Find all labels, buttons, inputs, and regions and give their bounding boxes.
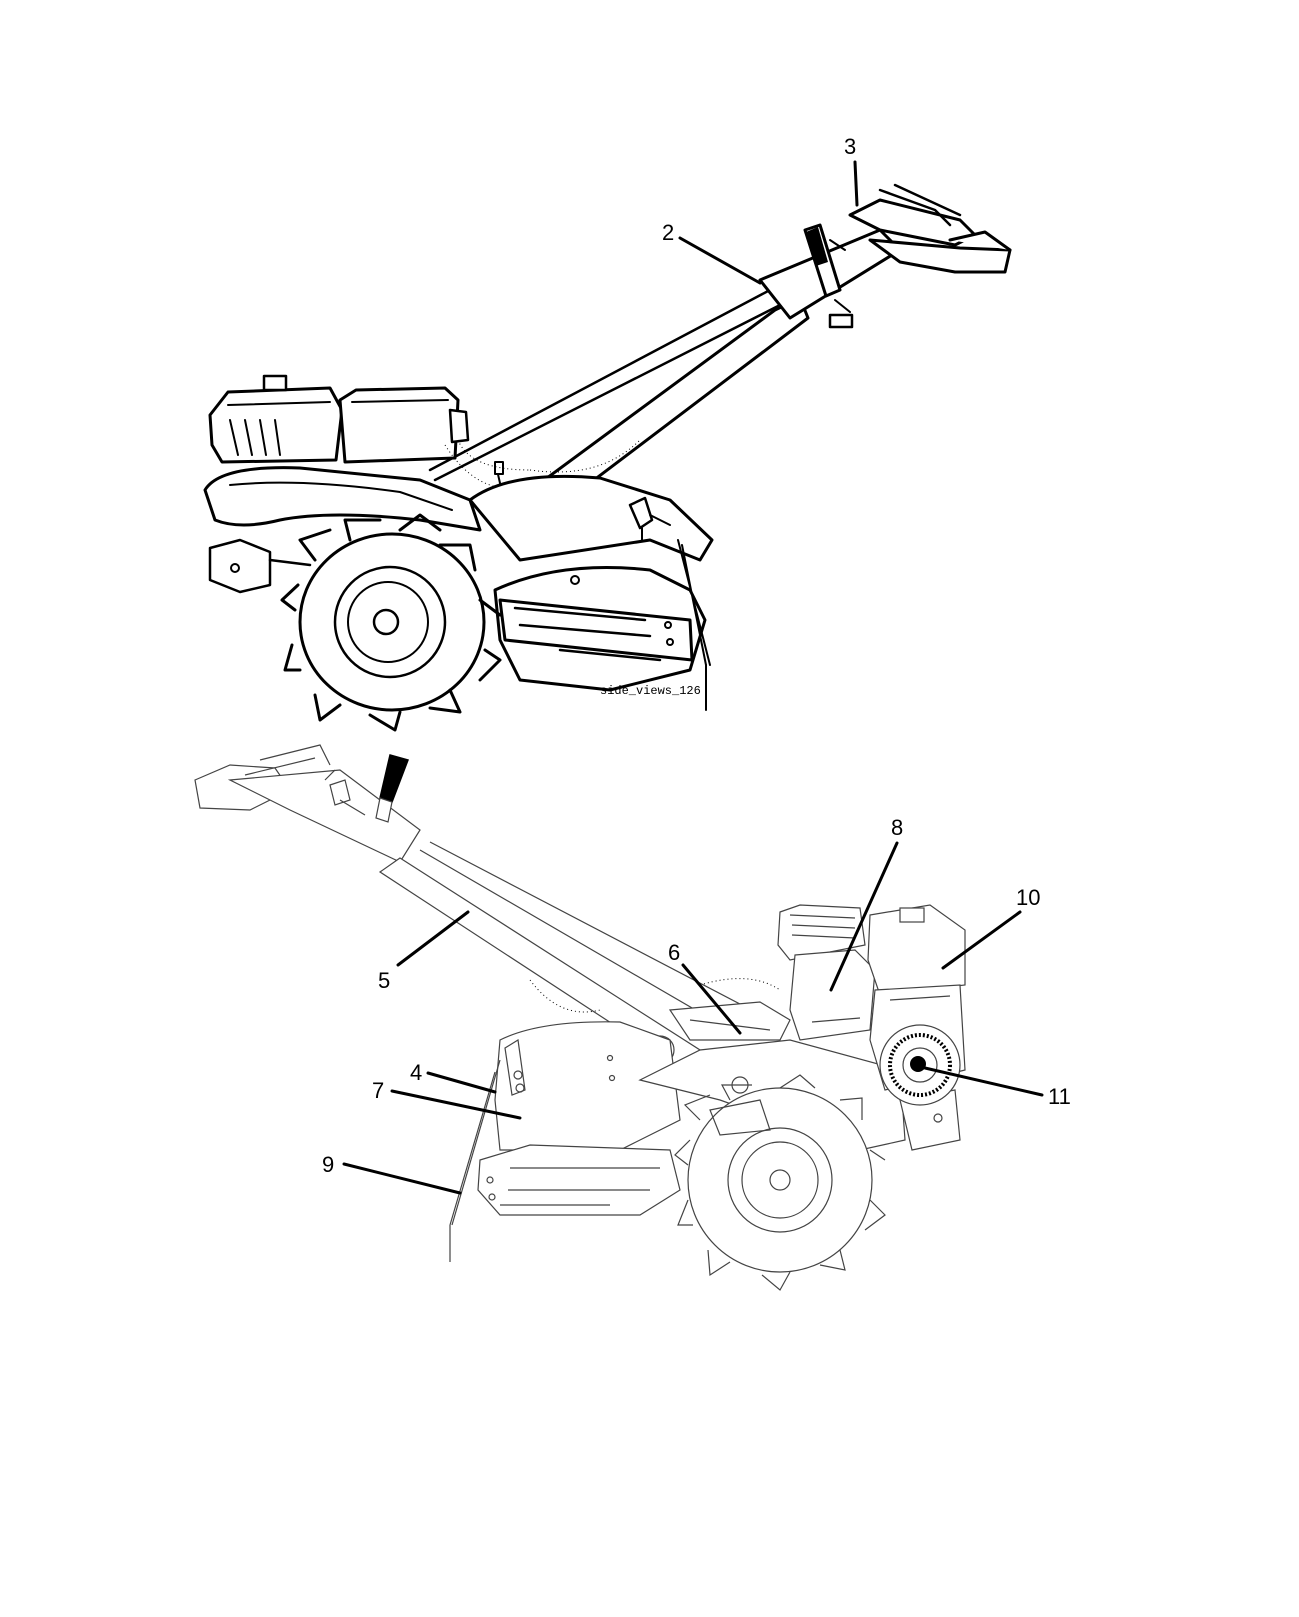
leader-2 (678, 236, 762, 285)
leader-3 (853, 160, 859, 207)
tiller-top-view: side_views_126 2 3 (203, 134, 1012, 732)
leader-10 (941, 910, 1022, 970)
top-engine (208, 374, 641, 489)
callout-9: 9 (322, 1152, 334, 1177)
tiller-bottom-view: 4 5 6 7 8 9 10 11 (194, 744, 1071, 1291)
callout-8: 8 (891, 815, 903, 840)
callout-2: 2 (662, 220, 674, 245)
bottom-engine (777, 904, 966, 1106)
bottom-wheel (674, 1074, 886, 1291)
callout-3: 3 (844, 134, 856, 159)
top-wheel (280, 513, 502, 732)
leader-5 (396, 910, 470, 967)
callout-6: 6 (668, 940, 680, 965)
callout-4: 4 (410, 1060, 422, 1085)
top-fender (203, 466, 482, 594)
leader-6 (681, 963, 742, 1035)
callout-10: 10 (1016, 885, 1040, 910)
callout-7: 7 (372, 1078, 384, 1103)
leader-11 (923, 1066, 1044, 1097)
leader-7 (390, 1089, 522, 1120)
top-tine-shield (468, 474, 714, 711)
top-view-caption: side_views_126 (600, 684, 701, 698)
callout-11: 11 (1048, 1084, 1071, 1109)
bottom-handle-assembly (194, 744, 781, 1069)
leader-4 (426, 1071, 497, 1094)
leader-8 (829, 841, 899, 992)
callout-5: 5 (378, 968, 390, 993)
leader-9 (342, 1162, 462, 1195)
bottom-tine-shield (449, 978, 781, 1262)
